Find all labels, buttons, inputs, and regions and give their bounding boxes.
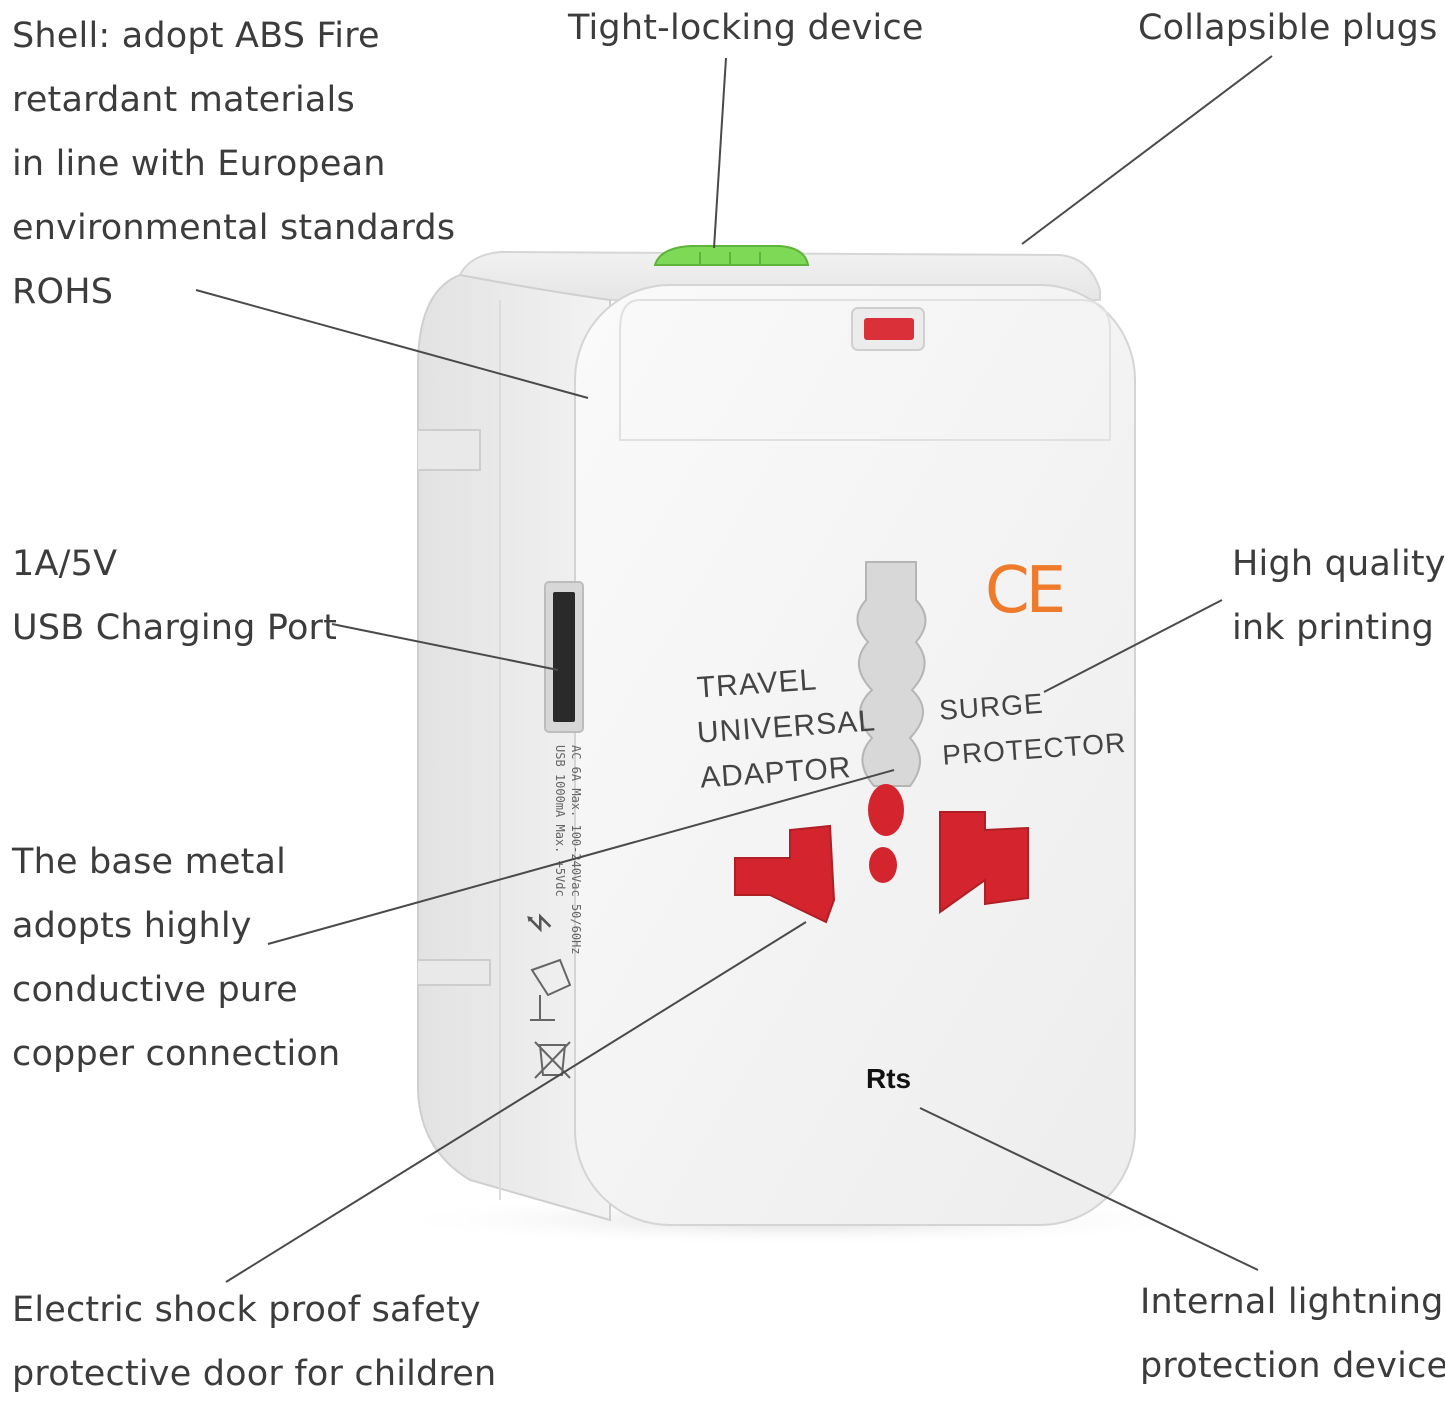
red-indicator xyxy=(864,318,914,340)
callout-base-metal-line-3: conductive pure xyxy=(12,970,298,1010)
face-inner-panel xyxy=(619,299,1111,441)
callout-collapsible-plugs: Collapsible plugs xyxy=(1138,0,1438,60)
callout-collapsible-plugs-line-1: Collapsible plugs xyxy=(1138,8,1438,48)
callout-base-metal: The base metal adopts highly conductive … xyxy=(12,830,340,1086)
callout-shock-proof-line-2: protective door for children xyxy=(12,1354,497,1394)
side-groove-upper xyxy=(418,429,481,471)
socket-left xyxy=(734,824,836,924)
leader-ink-printing xyxy=(1043,599,1223,693)
locking-button xyxy=(653,245,810,266)
callout-base-metal-line-4: copper connection xyxy=(12,1034,341,1074)
callout-ink-printing-line-2: ink printing xyxy=(1232,608,1435,648)
leader-usb xyxy=(331,623,559,671)
socket-right xyxy=(939,811,1029,914)
leader-shell xyxy=(195,289,589,399)
callout-shock-proof-line-1: Electric shock proof safety xyxy=(12,1290,481,1330)
callout-shell-line-2: retardant materials xyxy=(12,80,355,120)
face-label-surge: SURGE xyxy=(938,688,1044,726)
callout-shell: Shell: adopt ABS Fire retardant material… xyxy=(12,4,455,324)
brand-label: Rts xyxy=(866,1063,911,1094)
ground-symbol-icon xyxy=(530,958,572,1021)
side-spec-line-2: USB 1000mA Max. +5Vdc xyxy=(553,745,567,897)
callout-shell-line-3: in line with European xyxy=(12,144,386,184)
callout-shock-proof: Electric shock proof safety protective d… xyxy=(12,1278,496,1406)
callout-shell-line-1: Shell: adopt ABS Fire xyxy=(12,16,380,56)
callout-base-metal-line-1: The base metal xyxy=(12,842,287,882)
leader-lightning xyxy=(919,1107,1259,1271)
side-spec-line-1: AC 6A Max. 100-240Vac 50/60Hz xyxy=(569,745,583,955)
callout-lightning-line-1: Internal lightning xyxy=(1140,1282,1444,1322)
callout-ink-printing: High quality ink printing xyxy=(1232,532,1445,660)
ce-mark: CE xyxy=(985,554,1063,628)
socket-hole-upper xyxy=(868,784,904,836)
callout-lightning: Internal lightning protection device xyxy=(1140,1270,1445,1398)
side-groove-lower xyxy=(418,959,491,986)
callout-ink-printing-line-1: High quality xyxy=(1232,544,1445,584)
side-spec: AC 6A Max. 100-240Vac 50/60Hz USB 1000mA… xyxy=(553,745,583,955)
callout-usb-line-2: USB Charging Port xyxy=(12,608,338,648)
leader-shock-proof xyxy=(225,921,807,1283)
callout-base-metal-line-2: adopts highly xyxy=(12,906,252,946)
callout-lightning-line-2: protection device xyxy=(1140,1346,1445,1386)
leader-lines xyxy=(195,55,1273,1283)
leader-base-metal xyxy=(267,769,895,945)
adapter-face xyxy=(574,284,1136,1226)
callout-usb-line-1: 1A/5V xyxy=(12,544,118,584)
socket-hole-lower xyxy=(869,847,897,883)
callout-tight-locking-line-1: Tight-locking device xyxy=(568,8,924,48)
callout-shell-line-4: environmental standards xyxy=(12,208,456,248)
leader-collapsible-plugs xyxy=(1021,55,1273,245)
callout-tight-locking: Tight-locking device xyxy=(568,0,924,60)
universal-slot xyxy=(856,561,927,787)
callout-usb: 1A/5V USB Charging Port xyxy=(12,532,337,660)
usb-symbol-icon: ⭍ xyxy=(523,912,553,934)
callout-shell-line-5: ROHS xyxy=(12,272,114,312)
leader-tight-locking xyxy=(713,57,727,249)
usb-port-opening xyxy=(553,592,575,722)
